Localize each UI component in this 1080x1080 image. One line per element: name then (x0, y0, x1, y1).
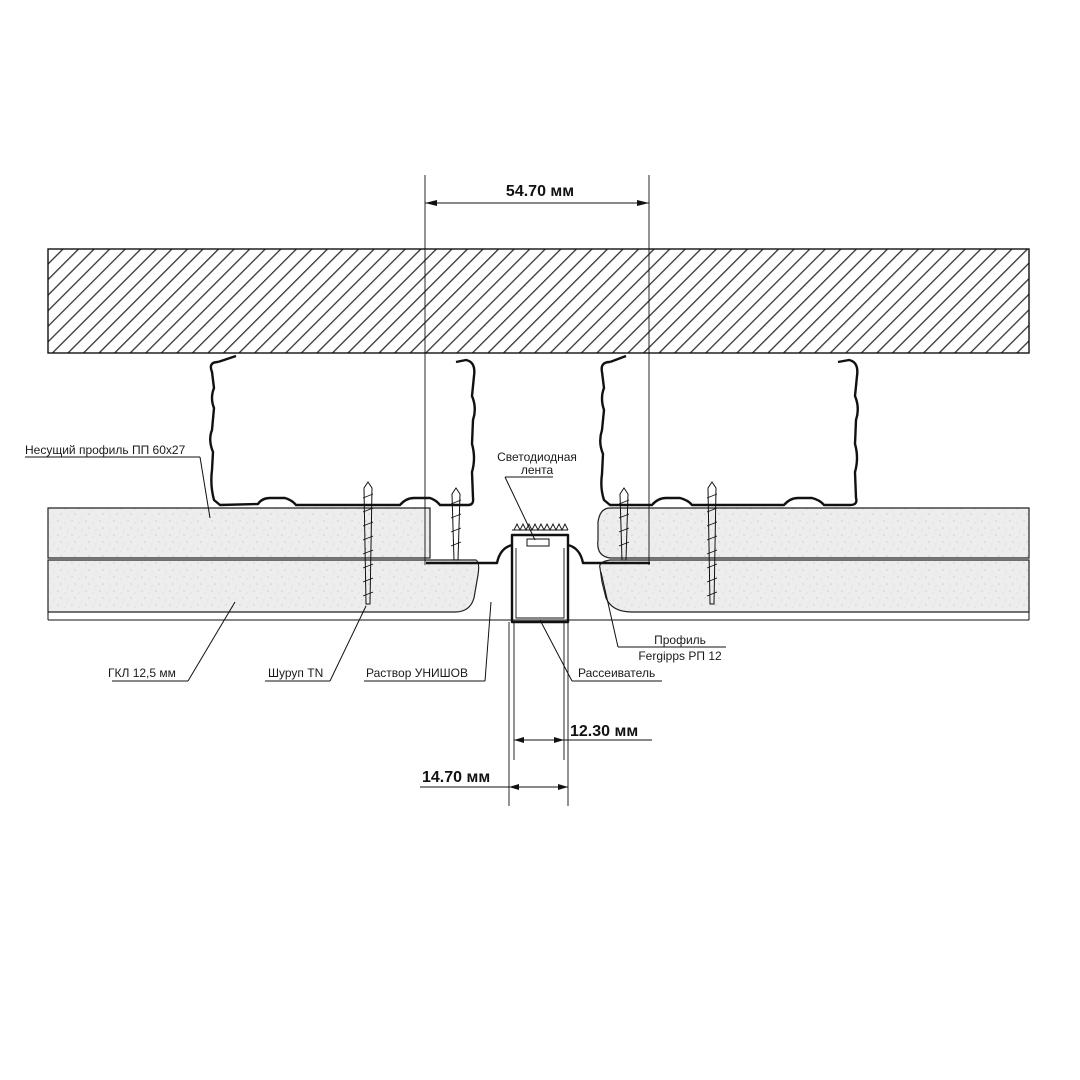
leader-mortar: Раствор УНИШОВ (364, 601, 492, 682)
screw-1 (362, 481, 374, 605)
label-screw: Шуруп TN (268, 666, 323, 680)
leader-screw: Шуруп TN (265, 605, 367, 682)
concrete-slab (47, 248, 1030, 354)
dimension-inner-text: 12.30 мм (570, 723, 638, 740)
label-led-strip-line1: Светодиодная (497, 450, 577, 464)
dimension-inner: 12.30 мм (513, 622, 652, 760)
leader-gypsum-board: ГКЛ 12,5 мм (108, 601, 236, 682)
label-profile-line1: Профиль (654, 633, 706, 647)
gypsum-board-lower-right (599, 559, 1030, 613)
screw-4 (706, 481, 718, 605)
gypsum-board-lower-left (47, 559, 480, 613)
label-mortar: Раствор УНИШОВ (366, 666, 468, 680)
gypsum-board-upper-right (597, 507, 1030, 559)
screw-3 (618, 487, 630, 561)
led-strip (526, 538, 550, 547)
leader-led-strip: Светодиодная лента (497, 450, 577, 541)
dimension-top: 54.70 мм (424, 175, 650, 565)
label-gypsum-board: ГКЛ 12,5 мм (108, 666, 176, 680)
dimension-outer: 14.70 мм (420, 622, 569, 806)
label-led-strip-line2: лента (521, 463, 554, 477)
carrier-profile-left (209, 354, 476, 507)
dimension-top-text: 54.70 мм (506, 183, 574, 200)
screw-2 (450, 487, 462, 561)
aluminium-profile (426, 522, 650, 624)
leader-carrier-profile: Несущий профиль ПП 60х27 (25, 443, 211, 519)
label-carrier-profile: Несущий профиль ПП 60х27 (25, 443, 186, 457)
gypsum-board-upper-left (47, 507, 431, 559)
leader-profile: Профиль Fergipps РП 12 (600, 571, 726, 663)
label-profile-line2: Fergipps РП 12 (638, 649, 722, 663)
label-diffuser: Рассеиватель (578, 666, 655, 680)
dimension-outer-text: 14.70 мм (422, 769, 490, 786)
leader-diffuser: Рассеиватель (539, 619, 662, 682)
carrier-profile-right (599, 354, 859, 507)
